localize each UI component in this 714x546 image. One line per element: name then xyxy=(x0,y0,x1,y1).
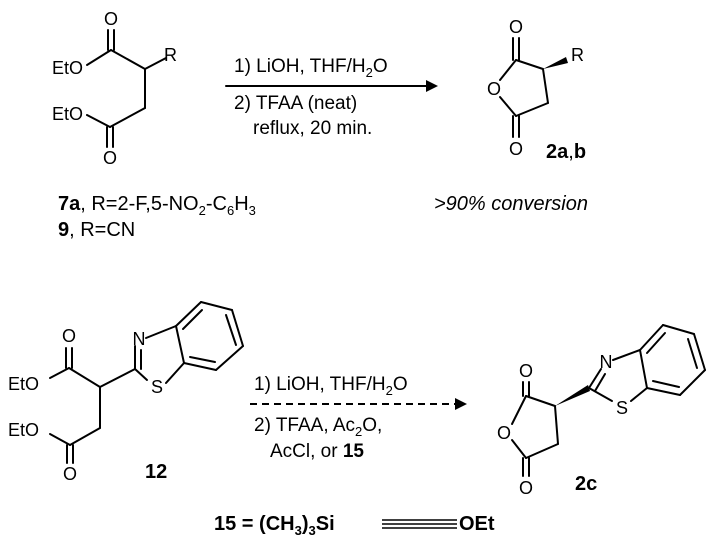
bond xyxy=(200,301,233,311)
reactant-diester-7a-9: O EtO R EtO O xyxy=(52,9,177,168)
atom-o-bottom: O xyxy=(63,464,77,484)
bond xyxy=(511,395,527,425)
atom-s: S xyxy=(616,398,628,418)
bond xyxy=(144,57,167,70)
wedge-bond xyxy=(543,57,568,69)
atom-eto-upper: EtO xyxy=(8,374,39,394)
atom-o-ring: O xyxy=(497,423,511,443)
atom-o-top: O xyxy=(509,17,523,37)
bond xyxy=(183,362,217,371)
atom-o-bottom: O xyxy=(509,139,523,159)
atom-o-top: O xyxy=(62,326,76,346)
reactant-label-9: 9, R=CN xyxy=(58,219,135,241)
bond xyxy=(525,443,559,459)
reactant-label-12: 12 xyxy=(145,461,167,483)
bond xyxy=(499,59,517,81)
bond xyxy=(554,405,559,445)
scheme-2: O EtO N S EtO O 12 1) LiOH, THF/H2O 2) T… xyxy=(8,301,706,498)
atom-s: S xyxy=(151,377,163,397)
atom-o-top: O xyxy=(104,9,118,29)
product-benzothiazole-anhydride-2c: O O N S O xyxy=(497,324,706,498)
bond xyxy=(652,380,680,388)
product-label-2ab: 2a,b xyxy=(546,141,586,163)
atom-eto-lower: EtO xyxy=(52,104,83,124)
bond xyxy=(515,102,549,117)
atom-o-bottom: O xyxy=(103,148,117,168)
bond xyxy=(542,68,549,104)
bond xyxy=(639,349,648,389)
bond xyxy=(646,332,666,354)
bond xyxy=(588,368,602,389)
bond xyxy=(134,368,148,381)
bond xyxy=(511,439,527,459)
bond xyxy=(86,114,111,128)
bond xyxy=(639,324,664,351)
atom-r: R xyxy=(571,45,584,65)
bond xyxy=(182,309,203,330)
bond xyxy=(49,433,71,446)
reagent-15-definition: 15 = (CH3)3Si OEt xyxy=(214,513,495,538)
atom-o-top: O xyxy=(519,361,533,381)
bond xyxy=(499,96,517,117)
bond xyxy=(109,107,146,128)
bond xyxy=(99,368,136,388)
atom-eto-upper: EtO xyxy=(52,58,83,78)
bond xyxy=(630,387,648,402)
bond xyxy=(594,373,606,392)
conditions-1-step-2: 2) TFAA (neat) xyxy=(234,93,357,114)
atom-n: N xyxy=(600,352,613,372)
bond xyxy=(662,324,695,335)
atom-o-ring: O xyxy=(487,79,501,99)
bond xyxy=(68,367,101,388)
bond xyxy=(231,309,244,347)
conditions-1-step-2-line-2: reflux, 20 min. xyxy=(253,118,372,139)
product-anhydride-2ab: O O R O xyxy=(487,17,584,159)
bond xyxy=(646,387,681,396)
bond xyxy=(515,59,544,70)
bond xyxy=(693,333,706,371)
bond xyxy=(679,369,706,396)
reagent-15-oet: OEt xyxy=(459,513,495,535)
bond xyxy=(165,362,185,384)
conditions-2-step-1: 1) LiOH, THF/H2O xyxy=(254,374,408,398)
bond xyxy=(175,301,202,327)
conditions-2-step-2: 2) TFAA, Ac2O, xyxy=(254,415,382,439)
bond xyxy=(189,356,216,363)
reagent-15-formula: 15 = (CH3)3Si xyxy=(214,513,335,538)
arrowhead-2 xyxy=(455,398,467,410)
atom-eto-lower: EtO xyxy=(8,420,39,440)
product-label-2c: 2c xyxy=(575,473,597,495)
bond xyxy=(687,338,698,369)
bond xyxy=(225,314,237,346)
bond xyxy=(612,349,641,361)
bond xyxy=(145,325,177,339)
reactant-label-7a: 7a, R=2-F,5-NO2-C6H3 xyxy=(58,193,256,218)
bond xyxy=(86,49,112,66)
bond xyxy=(69,427,101,446)
bond xyxy=(525,395,556,407)
bond xyxy=(110,49,146,70)
bond xyxy=(588,387,613,402)
reactant-benzothiazole-diester-12: O EtO N S EtO O xyxy=(8,301,244,484)
wedge-bond xyxy=(555,385,590,406)
conditions-2-step-2-line-2: AcCl, or 15 xyxy=(270,441,364,462)
bond xyxy=(175,325,185,364)
atom-n: N xyxy=(133,329,146,349)
bond xyxy=(215,345,244,371)
conditions-1-step-1: 1) LiOH, THF/H2O xyxy=(234,56,388,80)
arrowhead-1 xyxy=(426,80,438,92)
atom-o-bottom: O xyxy=(519,478,533,498)
bond xyxy=(49,367,70,379)
scheme-1: O EtO R EtO O 7a, R=2-F,5-NO2-C6H3 9, R=… xyxy=(52,9,588,241)
atom-r: R xyxy=(164,45,177,65)
conversion-note: >90% conversion xyxy=(434,193,588,215)
